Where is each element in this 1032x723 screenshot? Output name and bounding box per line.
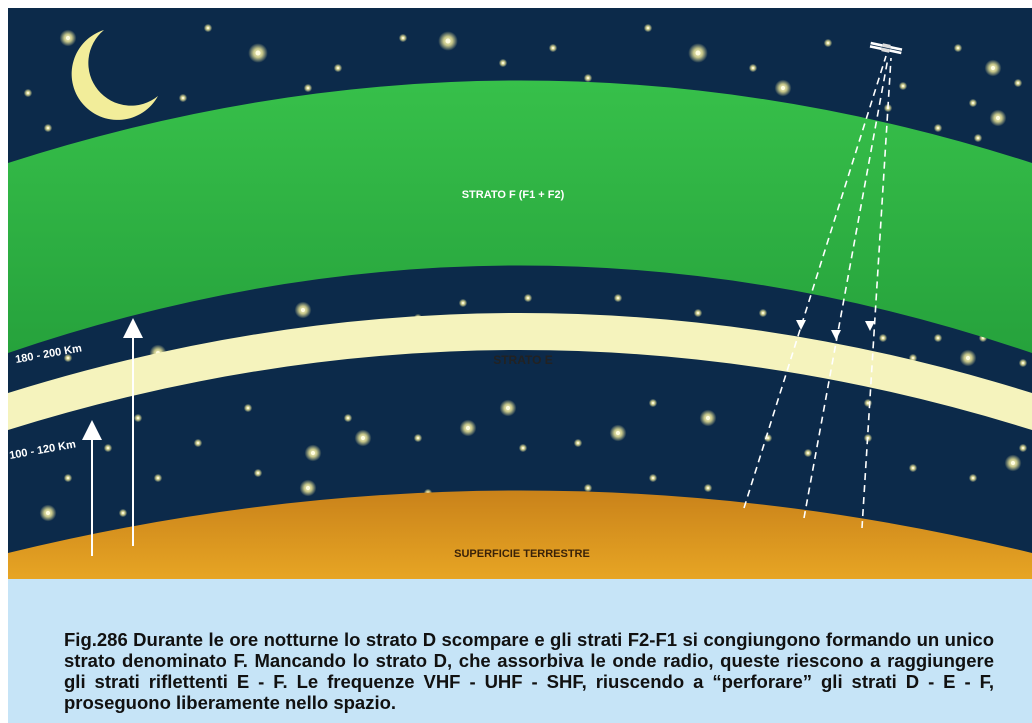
- radio-arrowheads: [796, 320, 875, 340]
- star-core: [1016, 81, 1020, 85]
- star-core: [990, 65, 996, 71]
- radio-path-3: [861, 57, 892, 529]
- ionosphere-illustration: 180 - 200 Km 100 - 120 Km STRATO F (F1 +…: [8, 8, 1032, 579]
- star-core: [360, 435, 366, 441]
- star-core: [505, 405, 511, 411]
- star-core: [46, 126, 50, 130]
- star-core: [705, 415, 711, 421]
- star-core: [401, 36, 405, 40]
- star-core: [1021, 446, 1025, 450]
- star-core: [936, 126, 940, 130]
- ground-label: SUPERFICIE TERRESTRE: [454, 548, 590, 560]
- layer-f-label: STRATO F (F1 + F2): [462, 189, 565, 201]
- star-core: [65, 35, 71, 41]
- star-core: [136, 416, 140, 420]
- star-core: [936, 336, 940, 340]
- star-core: [881, 336, 885, 340]
- star-core: [300, 307, 306, 313]
- radio-path-1: [743, 55, 887, 509]
- star-core: [310, 450, 316, 456]
- star-core: [526, 296, 530, 300]
- star-core: [780, 85, 786, 91]
- star-core: [181, 96, 185, 100]
- star-core: [121, 511, 125, 515]
- satellite-icon: [869, 41, 903, 55]
- star-core: [255, 50, 261, 56]
- star-core: [256, 471, 260, 475]
- star-core: [66, 356, 70, 360]
- radio-arrowhead-3: [865, 321, 875, 331]
- star-core: [751, 66, 755, 70]
- star-core: [416, 436, 420, 440]
- star-core: [1010, 460, 1016, 466]
- star-core: [586, 486, 590, 490]
- radio-arrowhead-2: [831, 330, 841, 340]
- star-core: [196, 441, 200, 445]
- star-core: [346, 416, 350, 420]
- radio-path-2: [803, 57, 889, 519]
- star-core: [461, 301, 465, 305]
- star-core: [651, 401, 655, 405]
- star-core: [646, 26, 650, 30]
- star-core: [976, 136, 980, 140]
- star-core: [305, 485, 311, 491]
- star-core: [866, 401, 870, 405]
- star-core: [246, 406, 250, 410]
- star-core: [981, 336, 985, 340]
- star-core: [971, 101, 975, 105]
- star-core: [615, 430, 621, 436]
- star-core: [695, 50, 701, 56]
- figure-caption: Fig.286 Durante le ore notturne lo strat…: [64, 629, 994, 713]
- radio-arrowhead-1: [796, 320, 806, 330]
- star-core: [1021, 361, 1025, 365]
- star-core: [761, 311, 765, 315]
- star-core: [706, 486, 710, 490]
- star-core: [651, 476, 655, 480]
- star-core: [616, 296, 620, 300]
- star-core: [66, 476, 70, 480]
- star-core: [445, 38, 451, 44]
- star-core: [501, 61, 505, 65]
- layer-e-label: STRATO E: [493, 353, 553, 367]
- star-core: [806, 451, 810, 455]
- star-core: [206, 26, 210, 30]
- star-core: [156, 476, 160, 480]
- star-core: [826, 41, 830, 45]
- layer-f-band: [8, 80, 1032, 353]
- layer-e-band: [8, 313, 1032, 430]
- star-core: [45, 510, 51, 516]
- star-core: [551, 46, 555, 50]
- crescent-moon-icon: [71, 30, 158, 120]
- earth-surface: [8, 490, 1032, 579]
- star-core: [521, 446, 525, 450]
- star-core: [911, 466, 915, 470]
- star-core: [911, 356, 915, 360]
- star-core: [106, 446, 110, 450]
- star-core: [995, 115, 1001, 121]
- star-core: [696, 311, 700, 315]
- star-core: [336, 66, 340, 70]
- star-core: [306, 86, 310, 90]
- caption-box: Fig.286 Durante le ore notturne lo strat…: [8, 579, 1032, 723]
- star-core: [26, 91, 30, 95]
- star-core: [465, 425, 471, 431]
- star-core: [901, 84, 905, 88]
- radio-paths: [743, 55, 892, 529]
- star-core: [576, 441, 580, 445]
- altitude-arrows: [82, 318, 143, 556]
- star-core: [971, 476, 975, 480]
- star-core: [766, 436, 770, 440]
- star-core: [965, 355, 971, 361]
- star-core: [586, 76, 590, 80]
- star-core: [956, 46, 960, 50]
